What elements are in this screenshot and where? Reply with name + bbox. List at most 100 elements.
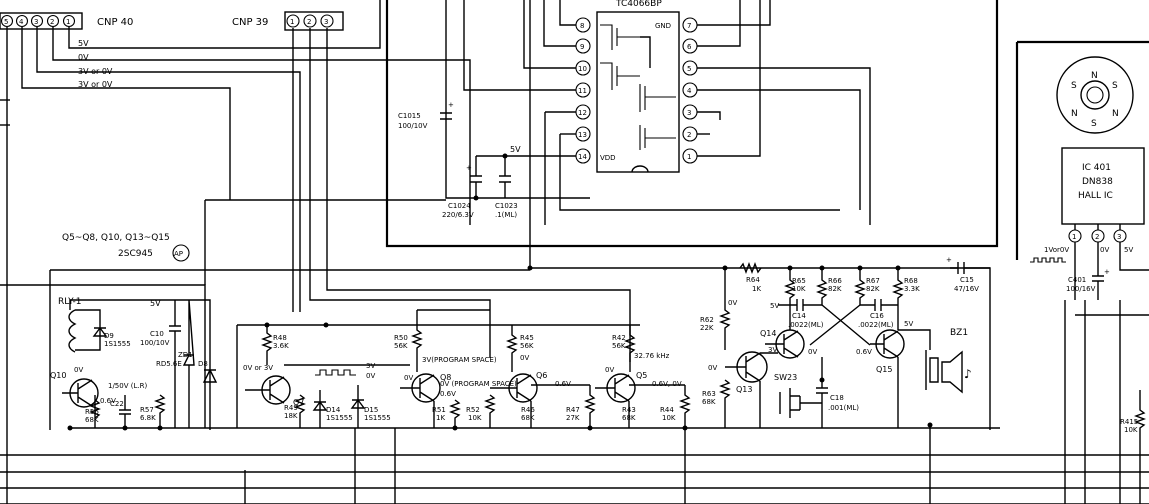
voltage-label: 0V or 3V [243, 364, 273, 372]
part-ref: D8 [198, 360, 208, 368]
part-value: .1(ML) [495, 211, 517, 219]
voltage-label: 0.6V [100, 397, 116, 405]
voltage-label: 0.6V [856, 348, 872, 356]
part-ref: R48 [273, 334, 287, 342]
ic-pin: 12 [578, 109, 587, 117]
vdd-label: VDD [600, 154, 616, 162]
gnd-label: GND [655, 22, 671, 30]
ic-pin: 2 [687, 131, 691, 139]
cap-c1015: + C1015 100/10V [398, 101, 454, 130]
voltage-label: 0.6V [555, 380, 571, 388]
part-value: 27K [566, 414, 580, 422]
part-value: 10K [468, 414, 482, 422]
part-ref: R43 [622, 406, 636, 414]
cnp39-label: CNP 39 [232, 17, 268, 28]
part-value: 100/10V [140, 339, 170, 347]
part-ref: R46 [521, 406, 535, 414]
voltage-label: 0V [728, 299, 737, 307]
ic-board-frame [385, 0, 1149, 260]
note-line: 2SC945 [118, 249, 153, 259]
svg-text:+: + [946, 256, 952, 264]
voltage-label: 0V [605, 366, 614, 374]
cnp40-wires [0, 0, 471, 504]
transistor-note: Q5~Q8, Q10, Q13~Q15 2SC945 AP [62, 233, 190, 262]
ic-tc4066: TC4066BP GND VDD 8 9 10 11 12 13 14 7 6 … [575, 0, 698, 173]
part-value: RD5.6E [156, 360, 182, 368]
switch-label: SW23 [774, 373, 797, 382]
note-line: Q5~Q8, Q10, Q13~Q15 [62, 233, 170, 243]
voltage-label: 3V [768, 346, 777, 354]
part-value: 10K [1124, 426, 1138, 434]
voltage-label: 0V [808, 348, 817, 356]
voltage-label: 0V [708, 364, 717, 372]
part-value: 56K [394, 342, 408, 350]
badge: AP [174, 250, 183, 258]
supply-label: 5V [510, 145, 521, 154]
part-ref: C1023 [495, 202, 518, 210]
ic-pin: 14 [578, 153, 587, 161]
part-ref: C1015 [398, 112, 421, 120]
part-value: 47/16V [954, 285, 979, 293]
ic-pin: 11 [578, 87, 587, 95]
ic-pin: 13 [578, 131, 587, 139]
cap-c1023: 5V C1023 .1(ML) [495, 145, 521, 219]
ic-pin: 2 [1095, 233, 1099, 241]
connector-cnp40: 5 4 3 2 1 CNP 40 [0, 12, 133, 30]
ic-part-label: TC4066BP [615, 0, 662, 9]
part-ref: R47 [566, 406, 580, 414]
cnp40-pin: 4 [19, 18, 24, 26]
part-ref: R67 [866, 277, 880, 285]
part-ref: C16 [870, 312, 884, 320]
wire-label: 0V [78, 53, 89, 62]
transistor-label: Q15 [876, 365, 892, 374]
svg-text:+: + [1104, 268, 1110, 276]
part-ref: R56 [85, 408, 99, 416]
voltage-label: 0V [520, 354, 529, 362]
pole-label: S [1112, 81, 1118, 91]
voltage-label: 0V (PROGRAM SPACE) [440, 380, 517, 388]
voltage-label: 0V [1100, 246, 1109, 254]
transistor-label: Q8 [440, 373, 451, 382]
cnp40-pin: 1 [66, 18, 70, 26]
ic-desc: HALL IC [1078, 191, 1113, 201]
part-ref: R65 [792, 277, 806, 285]
part-value: 10K [662, 414, 676, 422]
voltage-label: 5V [904, 320, 913, 328]
cap-c1024: + C1024 220/6.3V [442, 156, 482, 219]
ic-pin: 10 [578, 65, 587, 73]
ic-wiring [445, 0, 871, 268]
relay-section: RLY-1 5V D9 1S1555 C10 100/10V ZD1 RD5.6… [50, 297, 218, 430]
voltage-label: 5V [1124, 246, 1133, 254]
part-ref: C401 [1068, 276, 1086, 284]
part-ref: D15 [364, 406, 378, 414]
svg-text:+: + [466, 164, 472, 172]
connector-cnp39: CNP 39 1 2 3 [232, 11, 344, 31]
part-value: 68K [702, 398, 716, 406]
voltage-label: 0V [404, 374, 413, 382]
buzzer-label: BZ1 [950, 328, 968, 338]
part-value: 68K [521, 414, 535, 422]
part-value: 68K [622, 414, 636, 422]
ic-pin: 7 [687, 22, 691, 30]
part-ref: R63 [702, 390, 716, 398]
part-ref: R64 [746, 276, 760, 284]
part-ref: D9 [104, 332, 114, 340]
part-ref: C15 [960, 276, 974, 284]
junction-dots [67, 153, 933, 431]
part-ref: R62 [700, 316, 714, 324]
part-value: .0022(ML) [788, 321, 824, 329]
voltage-label: 3V(PROGRAM SPACE) [422, 356, 497, 364]
voltage-label: 5V [770, 302, 779, 310]
voltage-label: 0.6V [440, 390, 456, 398]
transistor-label: Q5 [636, 371, 647, 380]
pole-label: N [1112, 109, 1119, 119]
part-value: 22K [700, 324, 714, 332]
svg-text:+: + [448, 101, 454, 109]
voltage-label: 0V [366, 372, 375, 380]
supply-label: 5V [150, 299, 161, 308]
transistor-label: Q10 [50, 371, 66, 380]
voltage-label: 0.6V, 0V [652, 380, 682, 388]
part-value: 1S1555 [364, 414, 391, 422]
part-ref: R45 [520, 334, 534, 342]
